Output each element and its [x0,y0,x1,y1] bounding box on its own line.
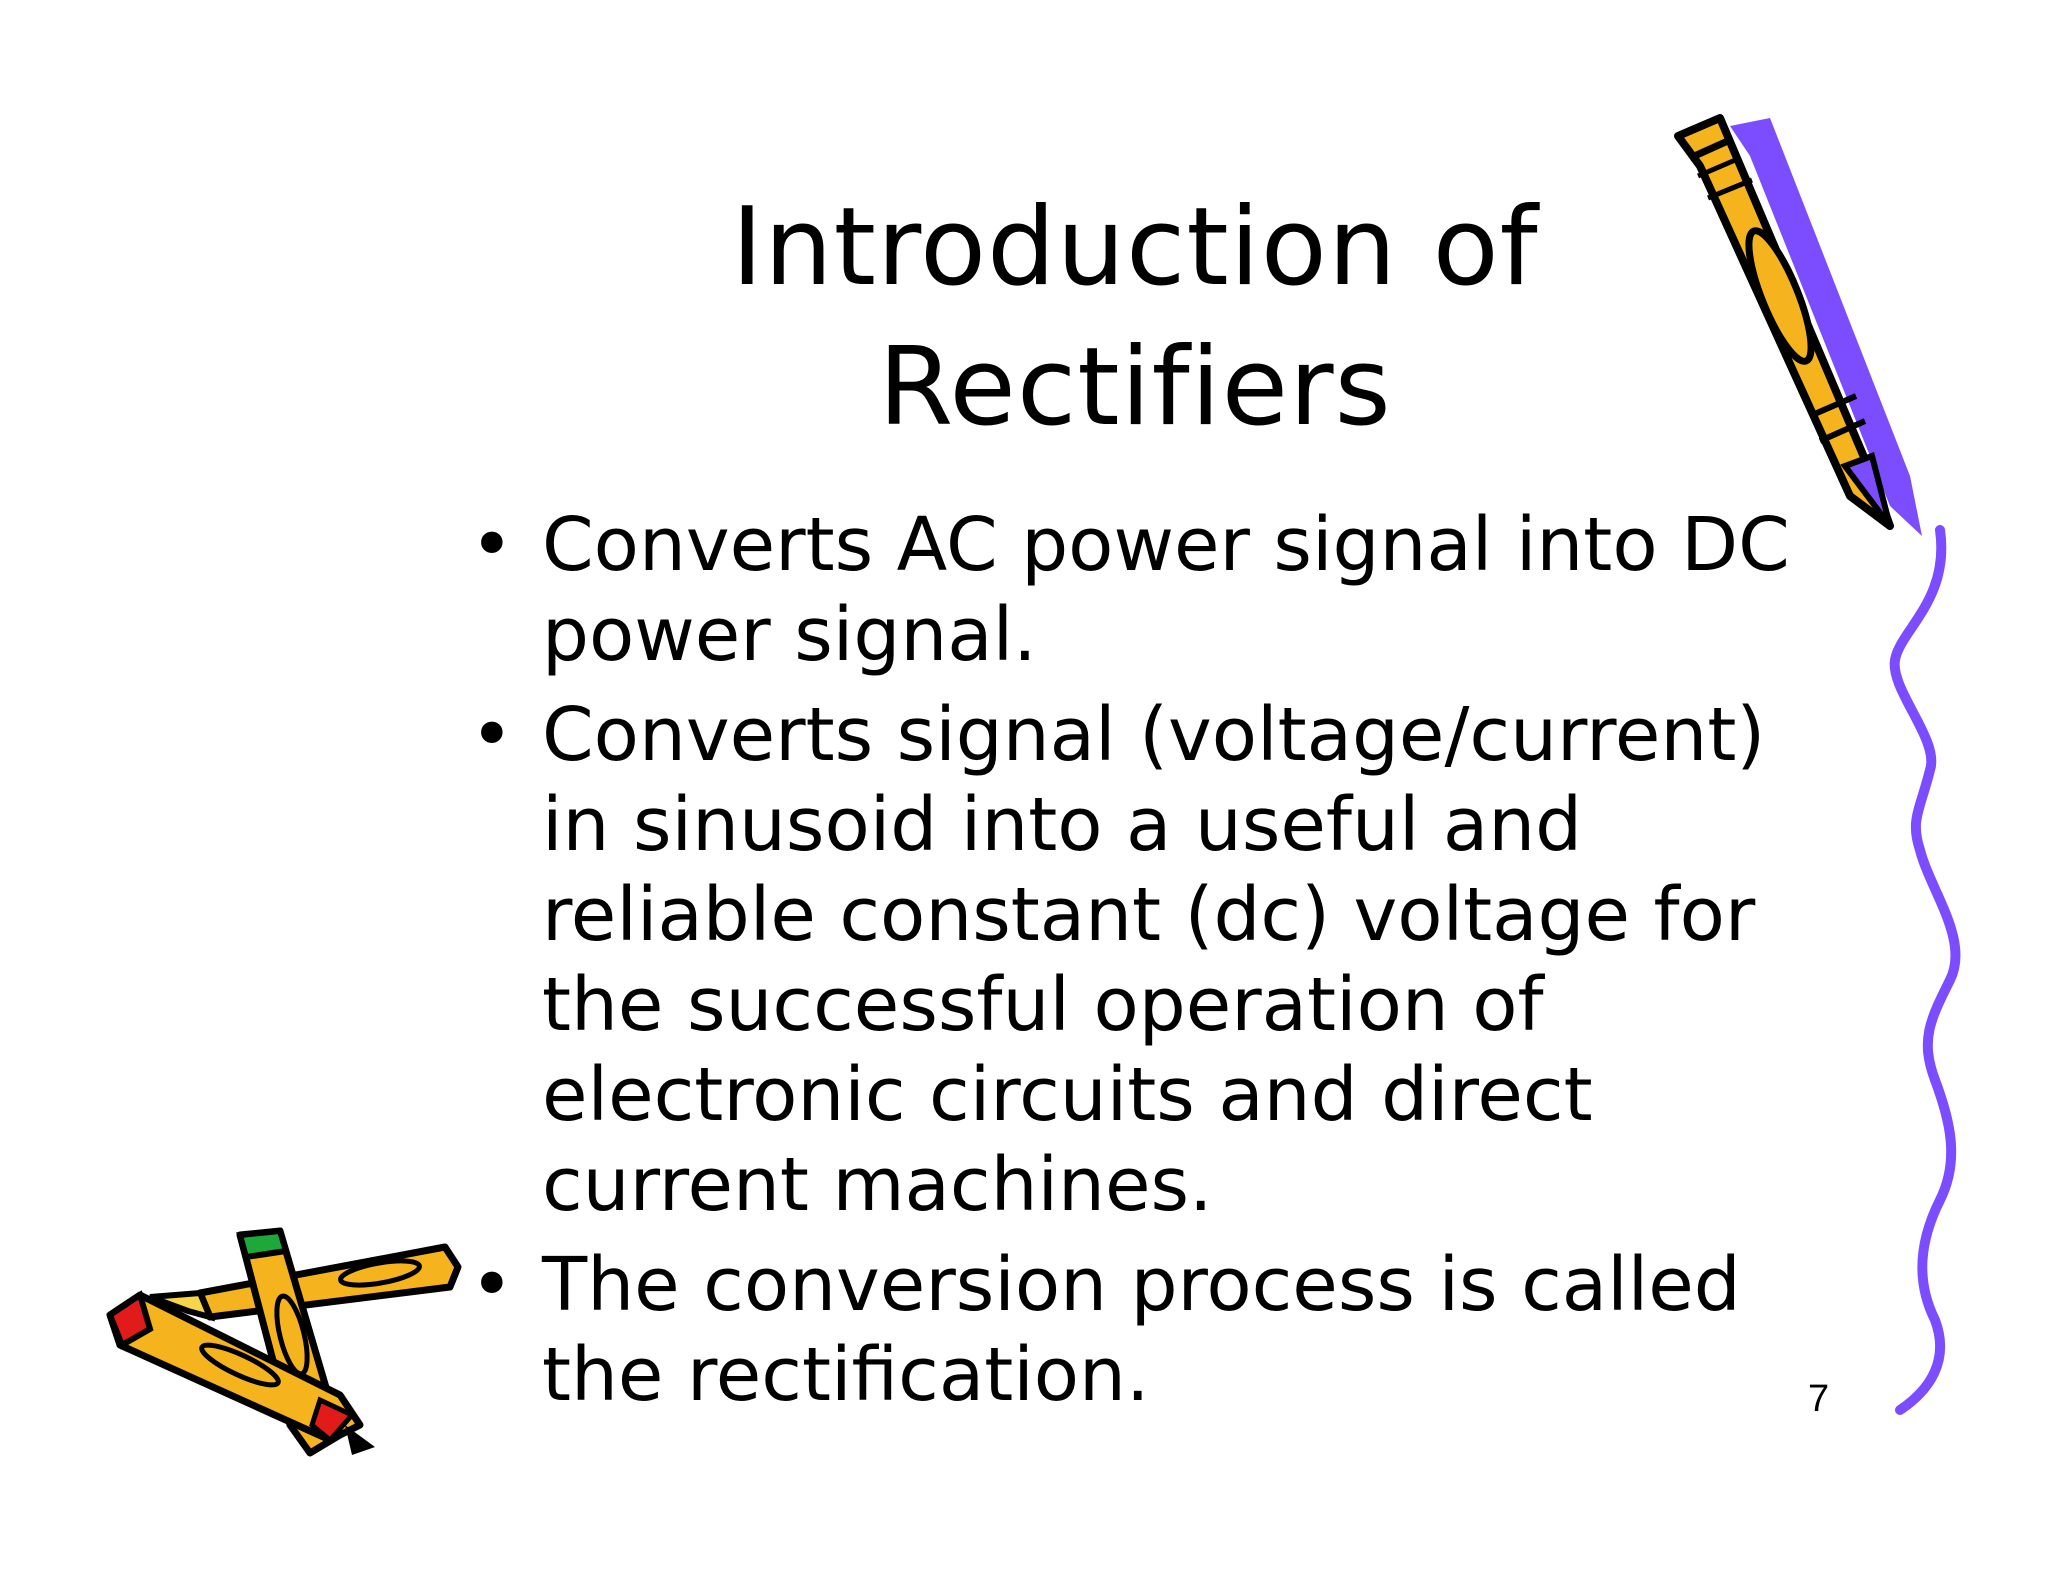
bullet-item-3: • The conversion process is called the r… [470,1240,1850,1420]
bullet-3-line-1: The conversion process is called [542,1242,1741,1328]
bullet-symbol: • [470,692,514,778]
bullet-2-line-4: the successful operation of [542,962,1544,1048]
crossed-pencils-icon [106,1227,462,1457]
bullet-1-line-2: power signal. [542,592,1037,678]
bullet-item-2: • Converts signal (voltage/current) in s… [470,690,1850,1230]
pencil-icon [1674,114,1922,536]
squiggle-line-icon [1889,525,1961,1415]
slide-title-line-1: Introduction of [731,185,1539,310]
bullet-list: • Converts AC power signal into DC power… [470,500,1850,1430]
bullet-item-1: • Converts AC power signal into DC power… [470,500,1850,680]
slide-title-line-2: Rectifiers [878,325,1392,450]
bullet-2-line-2: in sinusoid into a useful and [542,782,1583,868]
bullet-3-line-2: the rectification. [542,1332,1150,1418]
bullet-symbol: • [470,1242,514,1328]
bullet-1-line-1: Converts AC power signal into DC [542,502,1790,588]
bullet-symbol: • [470,502,514,588]
bullet-2-line-3: reliable constant (dc) voltage for [542,872,1756,958]
bullet-2-line-1: Converts signal (voltage/current) [542,692,1766,778]
bullet-2-line-5: electronic circuits and direct [542,1052,1593,1138]
page-number: 7 [1808,1378,1830,1420]
bullet-2-line-6: current machines. [542,1142,1213,1228]
slide-title: Introduction of Rectifiers [560,178,1710,458]
